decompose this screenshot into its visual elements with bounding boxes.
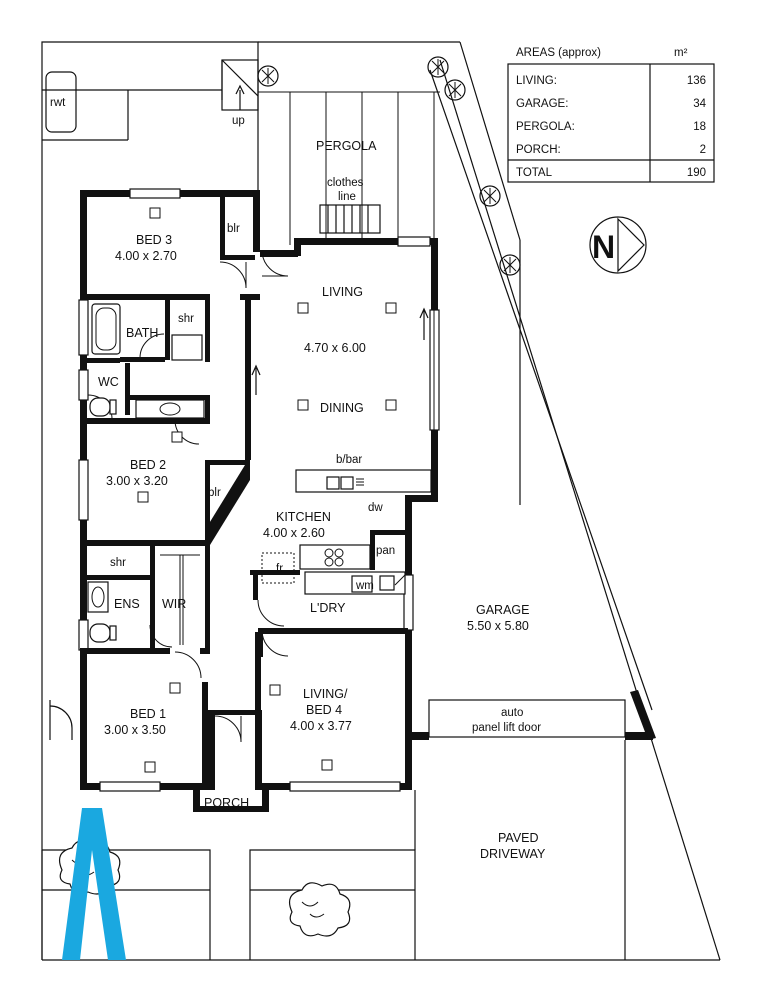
shower-icon [171, 334, 203, 361]
sink-icon [326, 476, 364, 490]
garage-door: auto panel lift door [428, 699, 626, 738]
light-icon [385, 302, 397, 314]
vanity-basin-icon [135, 399, 205, 419]
ceiling-lights [137, 207, 397, 773]
light-icon [137, 491, 149, 503]
bed2-dim: 3.00 x 3.20 [106, 474, 168, 488]
bed2-label: BED 2 [130, 458, 166, 472]
dining-label: DINING [320, 401, 364, 415]
ensuite-basin-icon [87, 581, 109, 613]
shrub-icon [289, 882, 351, 937]
wir-label: WIR [162, 597, 186, 611]
light-icon [144, 761, 156, 773]
wm-label: wm [355, 580, 374, 592]
living-label: LIVING [322, 285, 363, 299]
wardrobe-lines [160, 554, 200, 645]
tree-icon [427, 56, 449, 78]
doors [87, 249, 406, 743]
dishwasher-label: dw [368, 502, 383, 514]
bed1-label: BED 1 [130, 707, 166, 721]
garage-dim: 5.50 x 5.80 [467, 619, 529, 633]
rwt-label: rwt [50, 97, 66, 109]
living-dim: 4.70 x 6.00 [304, 341, 366, 355]
bed3-label: BED 3 [136, 233, 172, 247]
garage-door-label-1: auto [501, 707, 523, 719]
driveway-label-1: PAVED [498, 831, 539, 845]
rainwater-tank: rwt [45, 71, 77, 133]
areas-unit: m² [674, 47, 688, 59]
room-labels: BED 3 4.00 x 2.70 blr LIVING 4.70 x 6.00… [98, 223, 546, 861]
fridge-space [261, 552, 295, 584]
garage-door-label-2: panel lift door [472, 722, 541, 734]
tree-icon [444, 79, 466, 101]
watermark-logo [62, 808, 126, 960]
areas-total-label: TOTAL [516, 167, 553, 179]
areas-row-value: 2 [700, 144, 706, 156]
clothes-line-label-2: line [338, 191, 356, 203]
north-arrow-icon: N [589, 216, 647, 274]
areas-row-label: LIVING: [516, 75, 557, 87]
areas-row-value: 34 [693, 98, 706, 110]
light-icon [385, 399, 397, 411]
ensuite-toilet-icon [89, 623, 117, 643]
kitchen-dim: 4.00 x 2.60 [263, 526, 325, 540]
windows [78, 188, 440, 792]
tree-icon [499, 254, 521, 276]
bed4-dim: 4.00 x 3.77 [290, 719, 352, 733]
up-label: up [232, 115, 245, 127]
areas-heading: AREAS (approx) [516, 47, 601, 59]
areas-row-value: 18 [693, 121, 706, 133]
pergola: PERGOLA clothes line [258, 91, 440, 245]
bath-label: BATH [126, 326, 158, 340]
light-icon [171, 431, 183, 443]
areas-row-label: GARAGE: [516, 98, 568, 110]
bed2-blr-label: blr [208, 487, 221, 499]
hall-arrow [251, 307, 429, 395]
fridge-label: fr [276, 563, 283, 575]
driveway-label-2: DRIVEWAY [480, 847, 546, 861]
bed3-blr-label: blr [227, 223, 240, 235]
tree-icon [257, 65, 279, 87]
bathtub-icon [91, 303, 121, 355]
kitchen-label: KITCHEN [276, 510, 331, 524]
cooktop-icon [324, 548, 344, 567]
bath-shower-label: shr [178, 313, 194, 325]
bed3-dim: 4.00 x 2.70 [115, 249, 177, 263]
areas-row-label: PERGOLA: [516, 121, 575, 133]
light-icon [149, 207, 161, 219]
areas-row-value: 136 [687, 75, 706, 87]
back-steps: up [221, 59, 259, 127]
ensuite-label: ENS [114, 597, 140, 611]
areas-row-label: PORCH: [516, 144, 561, 156]
tree-icon [479, 185, 501, 207]
light-icon [321, 759, 333, 771]
pergola-label: PERGOLA [316, 139, 377, 153]
ensuite-shower-label: shr [110, 557, 126, 569]
clothes-line-label-1: clothes [327, 177, 364, 189]
light-icon [269, 684, 281, 696]
wc-label: WC [98, 375, 119, 389]
fixtures [87, 303, 429, 645]
bed1-dim: 3.00 x 3.50 [104, 723, 166, 737]
north-label: N [592, 229, 615, 265]
bed4-label-2: BED 4 [306, 703, 342, 717]
interior-walls [80, 196, 432, 784]
pantry-label: pan [376, 545, 395, 557]
porch-label: PORCH [204, 796, 249, 810]
breakfast-bar-label: b/bar [336, 454, 362, 466]
areas-total-value: 190 [687, 167, 706, 179]
laundry-label: L'DRY [310, 601, 346, 615]
bed4-label: LIVING/ [303, 687, 348, 701]
washing-machine-icon [351, 575, 395, 593]
toilet-icon [89, 397, 117, 417]
light-icon [297, 399, 309, 411]
light-icon [297, 302, 309, 314]
garage-label: GARAGE [476, 603, 530, 617]
light-icon [169, 682, 181, 694]
